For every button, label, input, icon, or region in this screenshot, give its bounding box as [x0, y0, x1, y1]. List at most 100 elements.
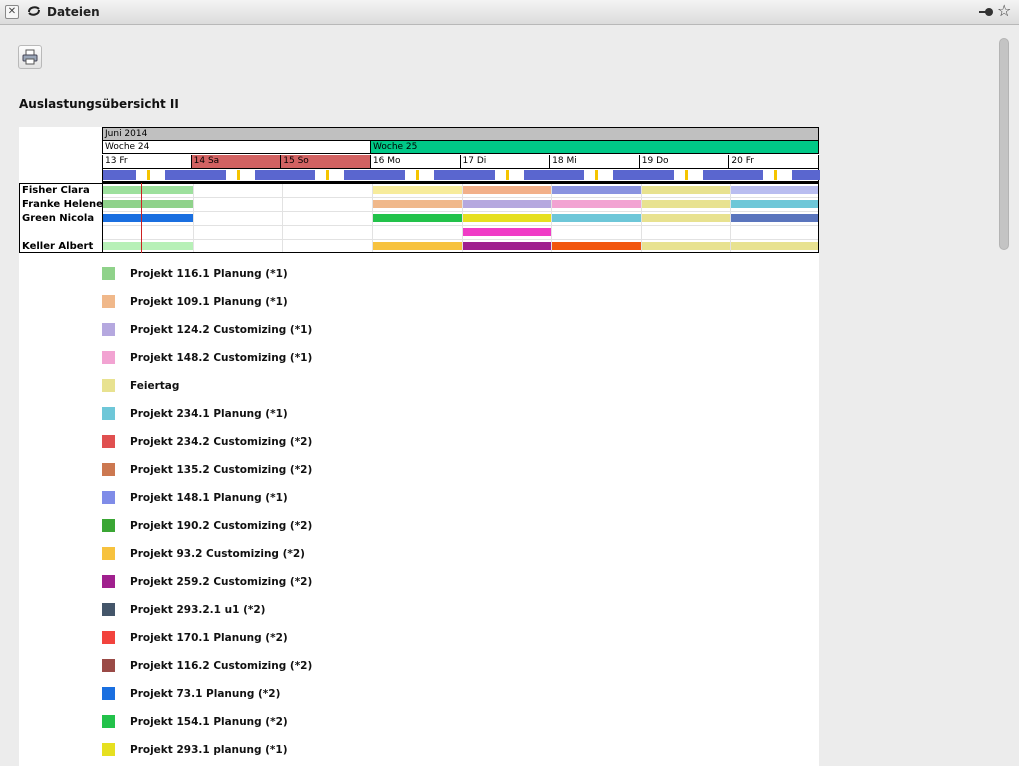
toggle-icon[interactable]	[979, 7, 993, 17]
hour-block	[613, 170, 642, 180]
legend-label: Projekt 116.2 Customizing (*2)	[130, 660, 313, 672]
resource-name: Franke Helene	[22, 199, 103, 210]
legend-label: Projekt 73.1 Planung (*2)	[130, 688, 281, 700]
scroll-thumb[interactable]	[999, 38, 1009, 250]
noon-marker	[236, 170, 240, 180]
resource-name: Green Nicola	[22, 213, 95, 224]
page-title: Auslastungsübersicht II	[19, 97, 179, 111]
hour-block	[702, 170, 731, 180]
allocation-bar[interactable]	[371, 242, 462, 250]
hour-block	[730, 170, 764, 180]
noon-marker	[684, 170, 688, 180]
gantt-month: Juni 2014	[102, 127, 819, 141]
hour-block	[192, 170, 226, 180]
legend-swatch	[102, 687, 115, 700]
hour-block	[103, 170, 136, 180]
hour-block	[344, 170, 373, 180]
allocation-bar[interactable]	[730, 200, 818, 208]
gantt-day-5: 18 Mi	[550, 155, 640, 169]
allocation-bar[interactable]	[461, 228, 552, 236]
window-title: Dateien	[47, 5, 100, 19]
gantt-hour-strip	[102, 169, 821, 181]
legend-swatch	[102, 715, 115, 728]
hour-block	[254, 170, 283, 180]
legend-swatch	[102, 379, 115, 392]
legend-label: Projekt 190.2 Customizing (*2)	[130, 520, 313, 532]
hour-block	[433, 170, 462, 180]
allocation-bar[interactable]	[461, 214, 552, 222]
allocation-bar[interactable]	[461, 242, 552, 250]
allocation-bar[interactable]	[103, 186, 193, 194]
legend-label: Feiertag	[130, 380, 180, 392]
window-titlebar: ✕ Dateien ☆	[0, 0, 1019, 25]
legend-swatch	[102, 743, 115, 756]
gantt-week-24: Woche 24	[102, 140, 371, 154]
legend-label: Projekt 148.1 Planung (*1)	[130, 492, 288, 504]
legend-swatch	[102, 407, 115, 420]
star-icon[interactable]: ☆	[997, 1, 1012, 20]
legend-swatch	[102, 295, 115, 308]
resource-name: Fisher Clara	[22, 185, 90, 196]
hour-block	[461, 170, 495, 180]
legend-swatch	[102, 603, 115, 616]
allocation-bar[interactable]	[461, 200, 552, 208]
legend-swatch	[102, 575, 115, 588]
allocation-bar[interactable]	[461, 186, 552, 194]
legend-swatch	[102, 267, 115, 280]
legend-label: Projekt 170.1 Planung (*2)	[130, 632, 288, 644]
legend-label: Projekt 293.2.1 u1 (*2)	[130, 604, 266, 616]
vertical-scrollbar[interactable]	[996, 36, 1010, 766]
legend-label: Projekt 116.1 Planung (*1)	[130, 268, 288, 280]
legend-swatch	[102, 351, 115, 364]
hour-block	[282, 170, 316, 180]
hour-block	[165, 170, 193, 180]
allocation-bar[interactable]	[371, 214, 462, 222]
gantt-day-7: 20 Fr	[729, 155, 819, 169]
hour-block	[640, 170, 674, 180]
legend-label: Projekt 135.2 Customizing (*2)	[130, 464, 313, 476]
legend-swatch	[102, 519, 115, 532]
legend-swatch	[102, 463, 115, 476]
app-logo-icon	[28, 6, 40, 16]
allocation-bar[interactable]	[103, 200, 193, 208]
legend-swatch	[102, 547, 115, 560]
allocation-bar[interactable]	[730, 214, 818, 222]
allocation-bar[interactable]	[103, 242, 193, 250]
legend-label: Projekt 148.2 Customizing (*1)	[130, 352, 313, 364]
allocation-bar[interactable]	[640, 200, 731, 208]
gantt-day-2: 15 So	[281, 155, 371, 169]
allocation-bar[interactable]	[640, 214, 731, 222]
gantt-day-4: 17 Di	[460, 155, 551, 169]
hour-block	[551, 170, 585, 180]
today-marker	[141, 183, 142, 253]
legend-label: Projekt 109.1 Planung (*1)	[130, 296, 288, 308]
legend-label: Projekt 259.2 Customizing (*2)	[130, 576, 313, 588]
close-icon[interactable]: ✕	[5, 5, 19, 19]
noon-marker	[774, 170, 778, 180]
legend-label: Projekt 154.1 Planung (*2)	[130, 716, 288, 728]
allocation-bar[interactable]	[551, 242, 641, 250]
printer-icon	[22, 49, 38, 65]
allocation-bar[interactable]	[371, 186, 462, 194]
allocation-bar[interactable]	[551, 200, 641, 208]
allocation-bar[interactable]	[640, 186, 731, 194]
allocation-bar[interactable]	[730, 186, 818, 194]
allocation-bar[interactable]	[551, 186, 641, 194]
allocation-bar[interactable]	[551, 214, 641, 222]
gantt-week-25: Woche 25	[371, 140, 819, 154]
noon-marker	[415, 170, 419, 180]
hour-block	[523, 170, 552, 180]
legend-label: Projekt 234.1 Planung (*1)	[130, 408, 288, 420]
noon-marker	[147, 170, 150, 180]
legend-swatch	[102, 491, 115, 504]
print-button[interactable]	[18, 45, 42, 69]
hour-block	[792, 170, 821, 180]
allocation-bar[interactable]	[371, 200, 462, 208]
gantt-day-0: 13 Fr	[102, 155, 192, 169]
allocation-bar[interactable]	[103, 214, 193, 222]
legend-swatch	[102, 435, 115, 448]
allocation-bar[interactable]	[640, 242, 818, 250]
noon-marker	[595, 170, 599, 180]
